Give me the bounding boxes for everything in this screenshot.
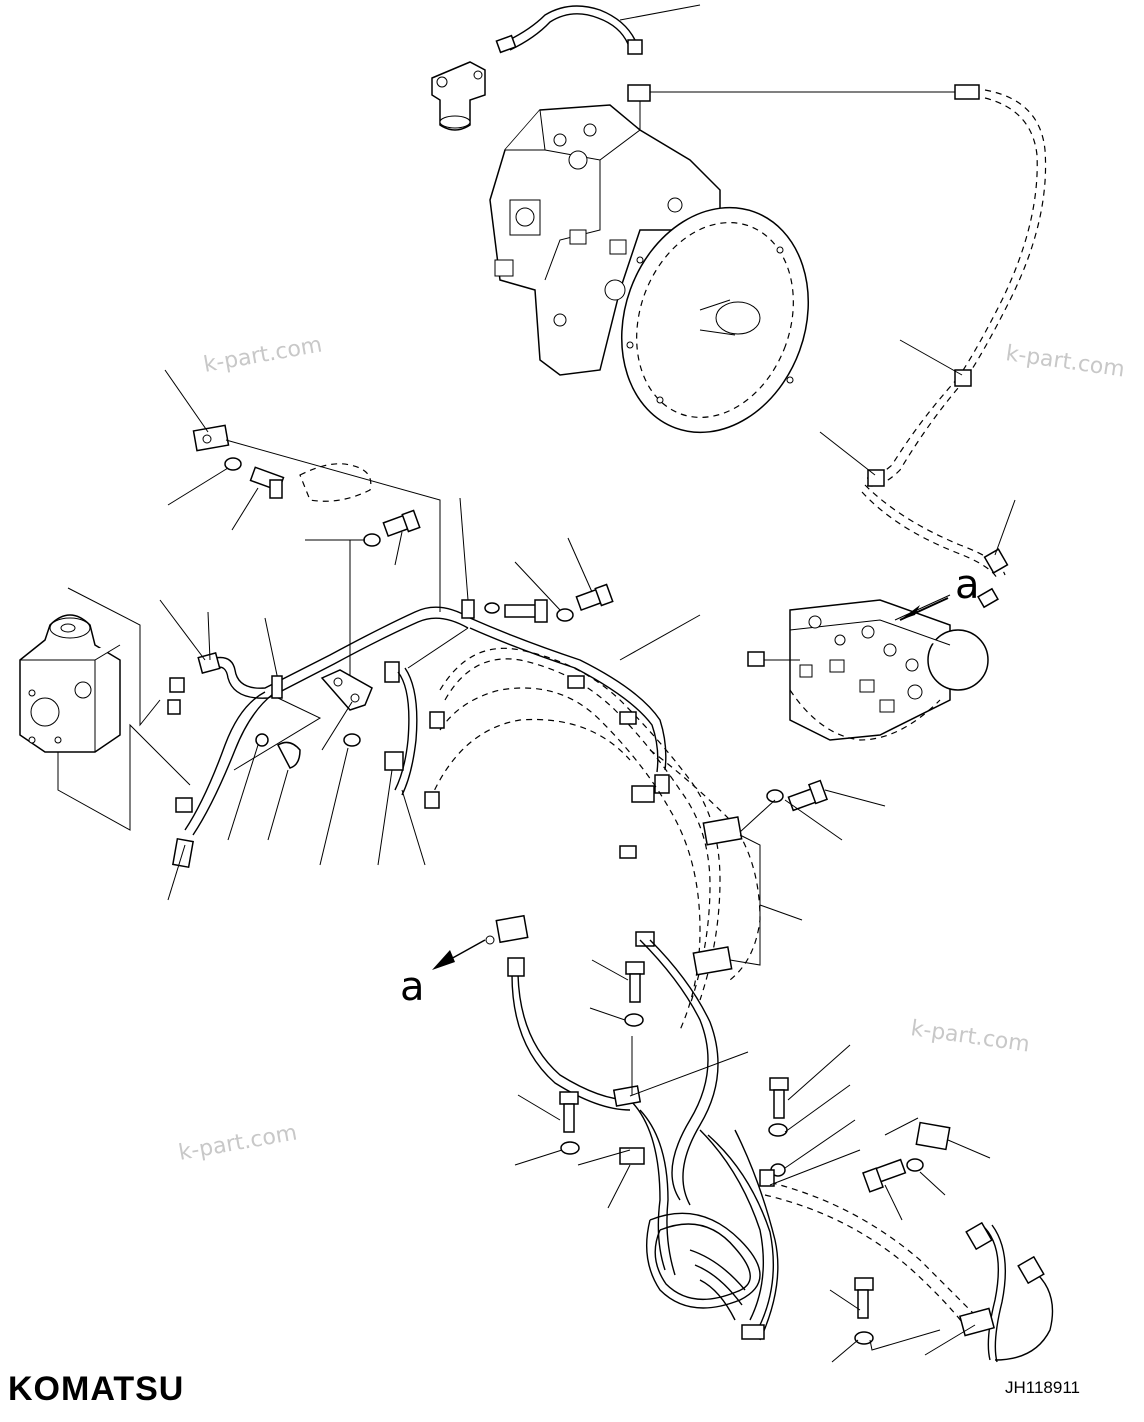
control-valve bbox=[747, 594, 989, 741]
komatsu-logo: KOMATSU bbox=[8, 1370, 184, 1408]
view-label-a-upper: a bbox=[955, 562, 980, 608]
left-valve-block bbox=[19, 587, 191, 831]
drawing-code: JH118911 bbox=[1005, 1378, 1080, 1397]
watermark-1: k-part.com bbox=[202, 332, 324, 377]
upper-left-bracket bbox=[164, 369, 441, 680]
dashed-hose-bundle bbox=[424, 647, 761, 1031]
central-pipe bbox=[459, 497, 701, 794]
left-pilot-pipe bbox=[159, 599, 471, 901]
watermark-4: k-part.com bbox=[177, 1120, 299, 1165]
main-pump-assembly bbox=[489, 104, 810, 434]
view-arrow-lower bbox=[432, 939, 486, 970]
middle-bracket-cluster bbox=[227, 627, 469, 866]
lower-bolts-washers bbox=[514, 959, 991, 1363]
watermark-2: k-part.com bbox=[1004, 341, 1126, 382]
watermark-3: k-part.com bbox=[909, 1016, 1031, 1057]
top-hose bbox=[495, 4, 701, 55]
hose-clamps-right bbox=[619, 779, 886, 976]
pressure-hose-right bbox=[627, 84, 1047, 609]
lower-hose-bundle bbox=[485, 914, 1054, 1363]
view-label-a-lower: a bbox=[400, 964, 425, 1010]
pilot-valve bbox=[431, 61, 486, 131]
